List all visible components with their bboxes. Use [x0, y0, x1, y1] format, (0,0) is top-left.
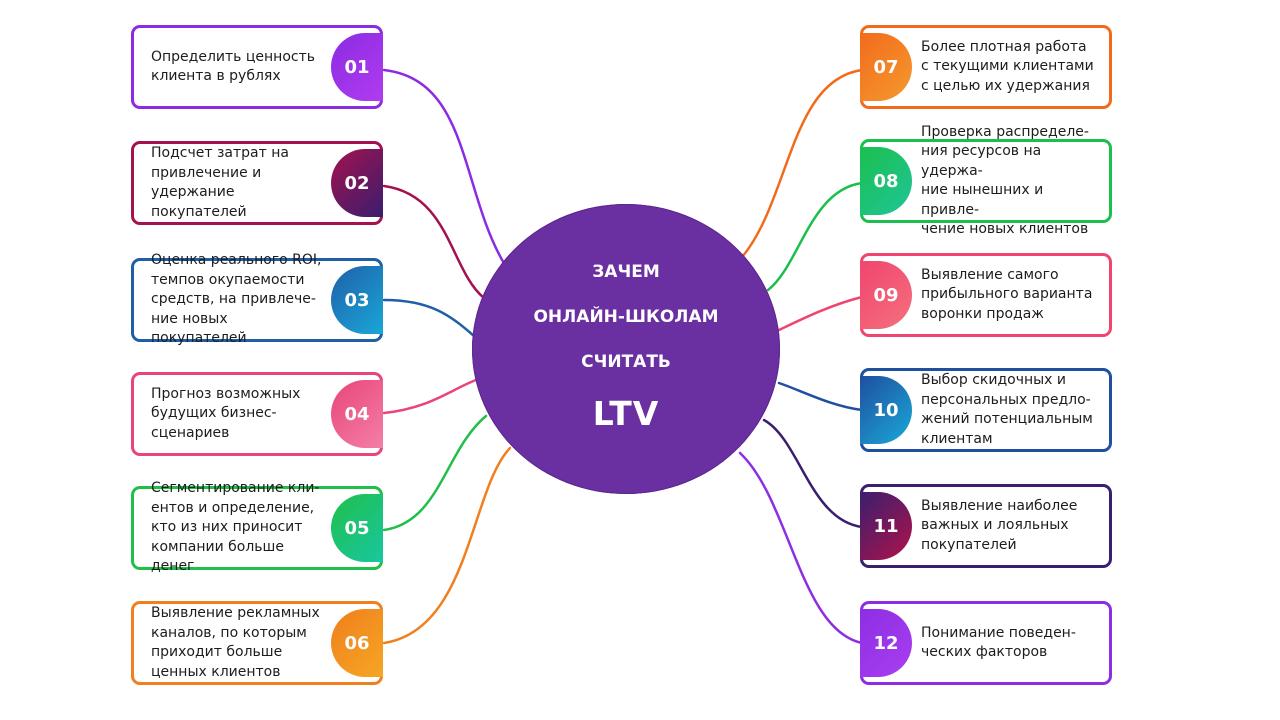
reason-text: Сегментирование кли- ентов и определение…: [151, 480, 320, 575]
reason-text: Более плотная работа с текущими клиентам…: [921, 38, 1094, 94]
center-title-line-3: СЧИТАТЬ: [581, 352, 671, 372]
center-title-ltv: LTV: [592, 394, 660, 433]
center-title-line-2: ОНЛАЙН-ШКОЛАМ: [533, 307, 719, 327]
reason-card-06: Выявление рекламных каналов, по которым …: [131, 601, 383, 685]
reason-number-badge: 08: [860, 147, 912, 215]
connector-line-01: [382, 68, 507, 267]
connector-line-06: [382, 446, 512, 645]
connector-line-11: [762, 418, 864, 529]
reason-number-badge: 10: [860, 376, 912, 444]
reason-card-04: Прогноз возможных будущих бизнес- сценар…: [131, 372, 383, 456]
reason-number-badge: 05: [331, 494, 383, 562]
reason-card-09: 09 Выявление самого прибыльного варианта…: [860, 253, 1112, 337]
reason-card-08: 08 Проверка распределе- ния ресурсов на …: [860, 123, 1112, 238]
connector-line-02: [382, 184, 486, 300]
reason-text: Проверка распределе- ния ресурсов на уде…: [921, 123, 1089, 238]
connector-line-12: [738, 451, 864, 645]
reason-number-badge: 09: [860, 261, 912, 329]
center-circle: ЗАЧЕМ ОНЛАЙН-ШКОЛАМ СЧИТАТЬ LTV: [472, 204, 780, 494]
center-title-line-1: ЗАЧЕМ: [592, 262, 660, 282]
reason-card-02: Подсчет затрат на привлечение и удержани…: [131, 141, 383, 225]
reason-card-03: Оценка реального ROI, темпов окупаемости…: [131, 252, 383, 347]
reason-number-badge: 11: [860, 492, 912, 560]
connector-line-04: [382, 378, 478, 415]
reason-number-badge: 01: [331, 33, 383, 101]
connector-line-10: [777, 381, 864, 412]
reason-card-01: Определить ценность клиента в рублях 01: [131, 25, 383, 109]
connector-line-05: [382, 414, 488, 532]
connector-line-03: [382, 298, 476, 338]
reason-number-badge: 02: [331, 149, 383, 217]
reason-number-badge: 04: [331, 380, 383, 448]
reason-text: Выявление рекламных каналов, по которым …: [151, 605, 320, 680]
reason-card-05: Сегментирование кли- ентов и определение…: [131, 480, 383, 575]
reason-number-badge: 12: [860, 609, 912, 677]
reason-number-badge: 03: [331, 266, 383, 334]
reason-text: Выявление самого прибыльного варианта во…: [921, 266, 1093, 322]
reason-number-badge: 07: [860, 33, 912, 101]
connector-line-07: [740, 68, 864, 259]
reason-card-10: 10 Выбор скидочных и персональных предло…: [860, 368, 1112, 452]
connector-line-09: [777, 295, 864, 332]
reason-text: Выбор скидочных и персональных предло- ж…: [921, 372, 1093, 447]
reason-card-11: 11 Выявление наиболее важных и лояльных …: [860, 484, 1112, 568]
reason-text: Определить ценность клиента в рублях: [151, 48, 315, 85]
reason-card-07: 07 Более плотная работа с текущими клиен…: [860, 25, 1112, 109]
connector-line-08: [766, 181, 864, 292]
reason-text: Понимание поведен- ческих факторов: [921, 624, 1076, 661]
reason-card-12: 12 Понимание поведен- ческих факторов: [860, 601, 1112, 685]
reason-text: Выявление наиболее важных и лояльных пок…: [921, 497, 1078, 553]
reason-number-badge: 06: [331, 609, 383, 677]
reason-text: Подсчет затрат на привлечение и удержани…: [151, 145, 289, 220]
reason-text: Оценка реального ROI, темпов окупаемости…: [151, 252, 322, 347]
reason-text: Прогноз возможных будущих бизнес- сценар…: [151, 385, 301, 441]
